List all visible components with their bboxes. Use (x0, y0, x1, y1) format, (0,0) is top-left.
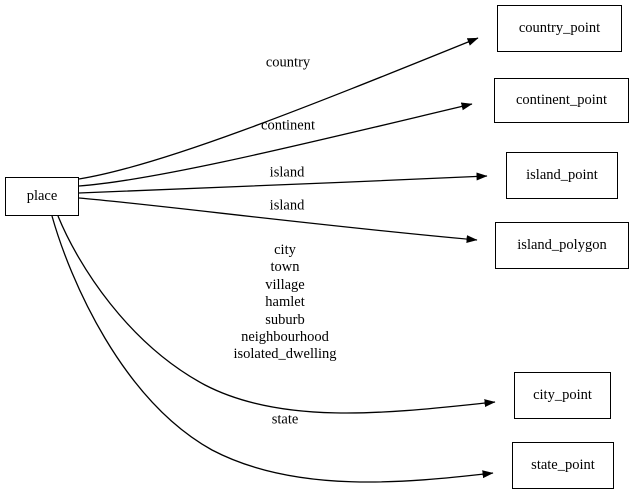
node-label: island_point (526, 167, 598, 183)
edge-place-to-city_point (57, 215, 496, 414)
node-label: state_point (531, 457, 595, 473)
edge-place-to-continent_point (78, 102, 473, 187)
edge-place-to-island_point (78, 172, 488, 194)
node-country_point[interactable]: country_point (497, 5, 622, 52)
node-continent_point[interactable]: continent_point (494, 78, 629, 123)
node-label: continent_point (515, 92, 607, 108)
edge-place-to-state_point (51, 215, 494, 483)
node-island_point[interactable]: island_point (506, 152, 618, 199)
node-label: place (26, 188, 58, 204)
edge-paths (51, 37, 496, 483)
edge-label-island_point: island (269, 164, 305, 181)
edge-label-city_point: city town village hamlet suburb neighbou… (233, 242, 337, 363)
edge-label-country_point: country (265, 54, 311, 71)
node-label: island_polygon (517, 237, 607, 253)
edge-label-state_point: state (271, 411, 299, 428)
edge-place-to-country_point (78, 37, 479, 180)
node-state_point[interactable]: state_point (512, 442, 614, 489)
node-label: city_point (533, 387, 592, 403)
edge-place-to-island_polygon (78, 197, 478, 244)
edge-label-island_polygon: island (269, 197, 305, 214)
node-label: country_point (518, 20, 601, 36)
edge-label-continent_point: continent (261, 117, 315, 134)
node-island_polygon[interactable]: island_polygon (495, 222, 629, 269)
node-place[interactable]: place (5, 177, 79, 216)
node-city_point[interactable]: city_point (514, 372, 611, 419)
